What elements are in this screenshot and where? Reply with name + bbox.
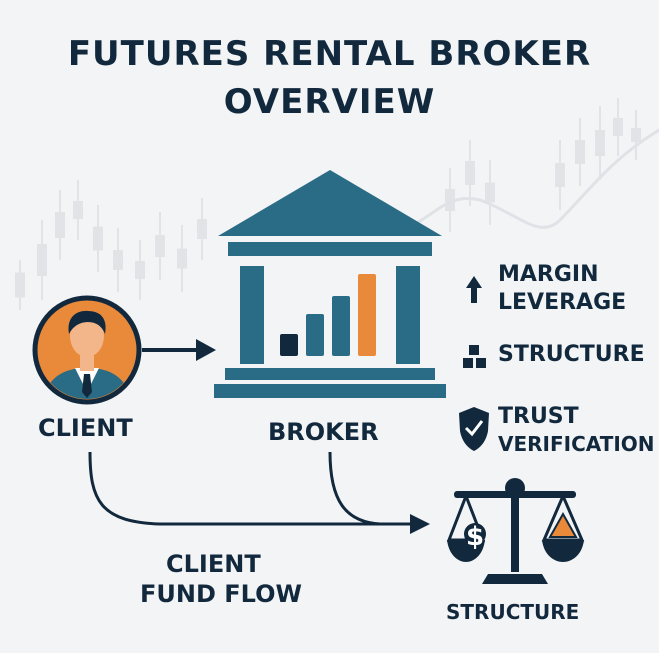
candle-body — [135, 261, 145, 279]
candle-body — [177, 248, 187, 269]
candle-body — [575, 140, 585, 164]
fund-flow-label-line2: FUND FLOW — [140, 580, 302, 608]
candle-body — [55, 212, 65, 238]
candle-body — [197, 219, 207, 239]
candle-body — [613, 118, 623, 136]
candle-body — [555, 163, 565, 187]
broker-bank-icon — [214, 170, 446, 398]
broker-bar-chart — [280, 274, 376, 356]
balance-scale-icon: $ — [446, 478, 585, 584]
blocks-icon — [463, 345, 486, 368]
dollar-sign-icon: $ — [466, 522, 484, 552]
feature-structure-label: STRUCTURE — [498, 342, 645, 367]
candle-body — [93, 226, 103, 251]
feature-verification-label: VERIFICATION — [498, 432, 655, 456]
candle-body — [485, 182, 495, 203]
broker-bar-4 — [358, 274, 376, 356]
client-fund-flow-line — [88, 451, 410, 526]
candle-body — [445, 189, 455, 211]
broker-bar-1 — [280, 334, 298, 356]
candle-body — [465, 161, 475, 185]
candlestick-marks — [15, 98, 641, 310]
broker-fund-flow-line — [328, 451, 381, 526]
candle-body — [113, 250, 123, 270]
broker-bar-3 — [332, 296, 350, 356]
fund-flow-label-line1: CLIENT — [166, 550, 261, 578]
fund-flow-arrowhead — [410, 514, 430, 534]
broker-label: BROKER — [268, 418, 379, 446]
client-label: CLIENT — [38, 414, 133, 442]
candle-body — [37, 244, 47, 276]
scale-structure-label: STRUCTURE — [446, 600, 580, 624]
candle-body — [155, 235, 165, 257]
page-title: FUTURES RENTAL BROKER — [67, 34, 592, 74]
feature-leverage-label: LEVERAGE — [498, 290, 627, 315]
page-title-line2: OVERVIEW — [223, 82, 436, 122]
broker-bar-2 — [306, 314, 324, 356]
feature-trust-label: TRUST — [498, 404, 579, 429]
shield-check-icon — [459, 407, 489, 451]
client-avatar-icon — [32, 295, 142, 405]
arrow-up-icon — [466, 276, 482, 303]
candle-body — [73, 201, 83, 219]
candle-body — [595, 130, 605, 156]
candle-body — [631, 128, 641, 142]
client-to-broker-arrow — [142, 339, 216, 361]
candle-body — [15, 272, 25, 298]
feature-margin-label: MARGIN — [498, 262, 599, 287]
background-trend-line — [379, 128, 659, 237]
